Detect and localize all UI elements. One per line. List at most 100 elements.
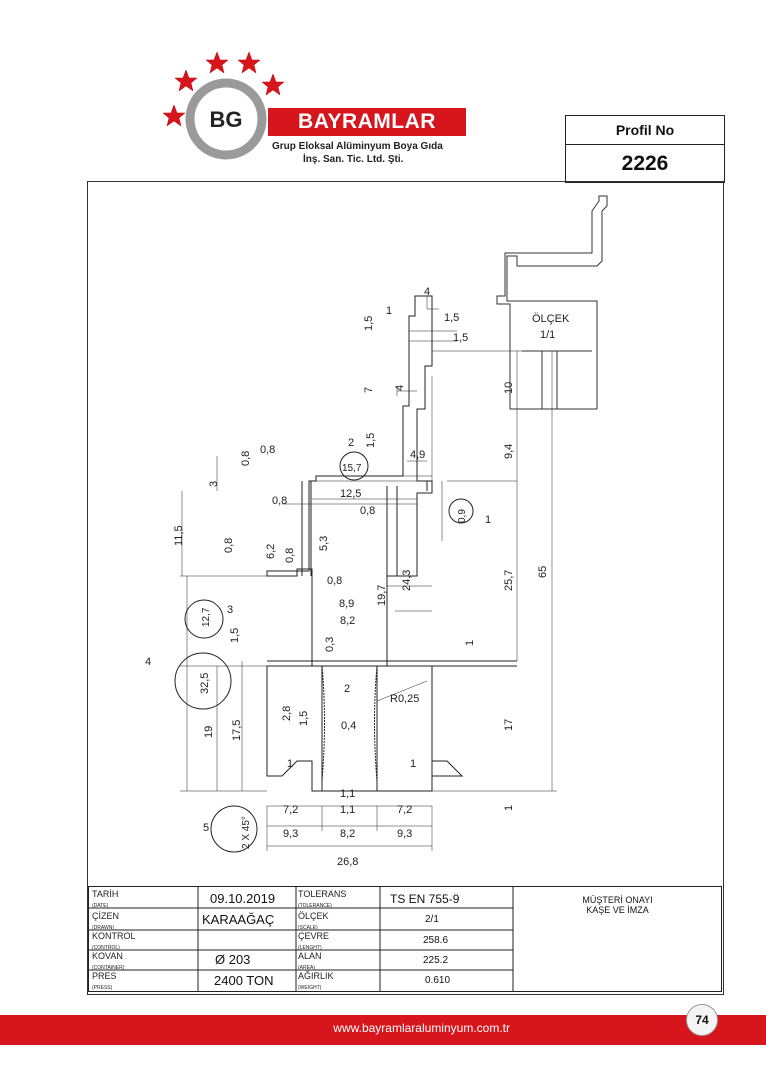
dim-label: 4 [424, 286, 430, 298]
dim-label: 1 [410, 758, 416, 770]
company-subtitle-2: İnş. San. Tic. Ltd. Şti. [303, 154, 404, 165]
dim-label: 5 [203, 822, 209, 834]
dim-label: 1 [503, 805, 515, 811]
dim-label: 4 [145, 656, 151, 668]
tb-agirlik: AĞIRLIK(WEIGHT) [298, 971, 334, 991]
tb-pres-value: 2400 TON [214, 973, 274, 988]
dim-label: 0,8 [223, 538, 235, 553]
dim-label: 0,8 [260, 444, 275, 456]
tb-kontrol: KONTROL(CONTROL) [92, 931, 136, 951]
tb-kovan-value: Ø 203 [215, 952, 251, 967]
dim-label: 2 [344, 683, 350, 695]
company-logo: BG [160, 50, 480, 170]
bg-ring-logo [185, 78, 267, 160]
dim-label: 2 [348, 437, 354, 449]
footer-website-link[interactable]: www.bayramlaraluminyum.com.tr [333, 1021, 510, 1035]
dim-label: 19,7 [376, 585, 388, 606]
tb-alan: ALAN(AREA) [298, 951, 322, 971]
tb-cizen-value: KARAAĞAÇ [202, 912, 275, 927]
dim-label: 8,2 [340, 615, 355, 627]
dim-label: 4 [394, 385, 406, 391]
dim-label: 0,8 [327, 575, 342, 587]
logo-graphic: BG [162, 51, 285, 160]
dim-label: 17,5 [231, 720, 243, 741]
dim-label: 2,8 [281, 706, 293, 721]
dim-label: 1 [386, 305, 392, 317]
dim-label: 1,5 [453, 332, 468, 344]
dim-label: 1,1 [340, 788, 355, 800]
tb-cevre-value: 258.6 [423, 935, 449, 946]
dim-label: 32,5 [199, 673, 211, 694]
tb-olcek: ÖLÇEK(SCALE) [298, 911, 329, 931]
approval-line-1: MÜŞTERİ ONAYI [582, 895, 653, 905]
scale-label: ÖLÇEK [532, 313, 570, 325]
profile-label: Profil No [566, 116, 724, 145]
dim-label: 1,1 [340, 804, 355, 816]
dim-label: 0,8 [240, 451, 252, 466]
dim-label: 1,5 [229, 628, 241, 643]
dim-label: 1 [464, 640, 476, 646]
logo-initials: BG [210, 107, 243, 132]
dim-label: R0,25 [390, 693, 419, 705]
dim-label: 17 [503, 719, 515, 731]
dim-label: 2 X 45° [241, 816, 252, 849]
page-number: 74 [686, 1004, 718, 1036]
tb-olcek-value: 2/1 [425, 914, 439, 925]
drawing-frame [87, 181, 724, 995]
dim-label: 1,5 [444, 312, 459, 324]
dim-label: 65 [537, 566, 549, 578]
title-block-grid [88, 886, 722, 992]
dim-label: 1,5 [363, 316, 375, 331]
dim-label: 6,2 [265, 544, 277, 559]
dim-label: 0,8 [284, 548, 296, 563]
scale-value: 1/1 [540, 329, 555, 341]
dim-label: 11,5 [173, 525, 185, 546]
dim-label: 0,4 [341, 720, 356, 732]
dim-label: 0,8 [272, 495, 287, 507]
tb-kovan: KOVAN(CONTAINER) [92, 951, 125, 971]
tb-tarih: TARİH(DATE) [92, 889, 119, 909]
profile-outline [266, 295, 464, 792]
profile-number-box: Profil No 2226 [565, 115, 725, 183]
tb-cevre: ÇEVRE(LENGHT) [298, 931, 330, 951]
dim-label: 12,5 [340, 488, 361, 500]
dim-label: 15,7 [342, 463, 362, 474]
approval-area: MÜŞTERİ ONAYI KAŞE VE İMZA [513, 895, 722, 915]
dim-label: 0,8 [360, 505, 375, 517]
dim-label: 3 [208, 481, 220, 487]
tb-agirlik-value: 0.610 [425, 975, 451, 986]
dim-label: 24,3 [401, 570, 413, 591]
brand-name: BAYRAMLAR [268, 108, 466, 136]
dim-label: 7,2 [283, 804, 298, 816]
tb-tolerans-value: TS EN 755-9 [390, 892, 460, 906]
dim-label: 9,4 [503, 444, 515, 459]
preview-profile [496, 195, 608, 410]
tb-cizen: ÇİZEN(DRAWN) [92, 911, 119, 931]
dim-label: 0,9 [457, 509, 468, 523]
dim-label: 7 [363, 387, 375, 393]
dim-label: 12,7 [201, 607, 212, 627]
dim-label: 1 [287, 758, 293, 770]
dim-label: 8,2 [340, 828, 355, 840]
dim-label: 9,3 [397, 828, 412, 840]
dim-label: 4,9 [410, 449, 425, 461]
company-subtitle-1: Grup Eloksal Alüminyum Boya Gıda [272, 141, 443, 152]
dim-label: 7,2 [397, 804, 412, 816]
dim-label: 1,5 [298, 711, 310, 726]
dim-label: 9,3 [283, 828, 298, 840]
dim-label: 0,3 [324, 637, 336, 652]
dim-label: 8,9 [339, 598, 354, 610]
tb-alan-value: 225.2 [423, 955, 449, 966]
dim-label: 26,8 [337, 856, 358, 868]
dim-label: 5,3 [318, 536, 330, 551]
dim-label: 1,5 [365, 433, 377, 448]
dim-label: 1 [485, 514, 491, 526]
approval-line-2: KAŞE VE İMZA [586, 905, 649, 915]
tb-pres: PRES(PRESS) [92, 971, 117, 991]
tb-tolerans: TOLERANS(TOLERANCE) [298, 889, 347, 909]
profile-number: 2226 [621, 151, 669, 175]
tb-tarih-value: 09.10.2019 [210, 891, 276, 906]
dim-label: 19 [203, 726, 215, 738]
dim-label: 10 [503, 382, 515, 394]
footer-bar [0, 1015, 766, 1045]
